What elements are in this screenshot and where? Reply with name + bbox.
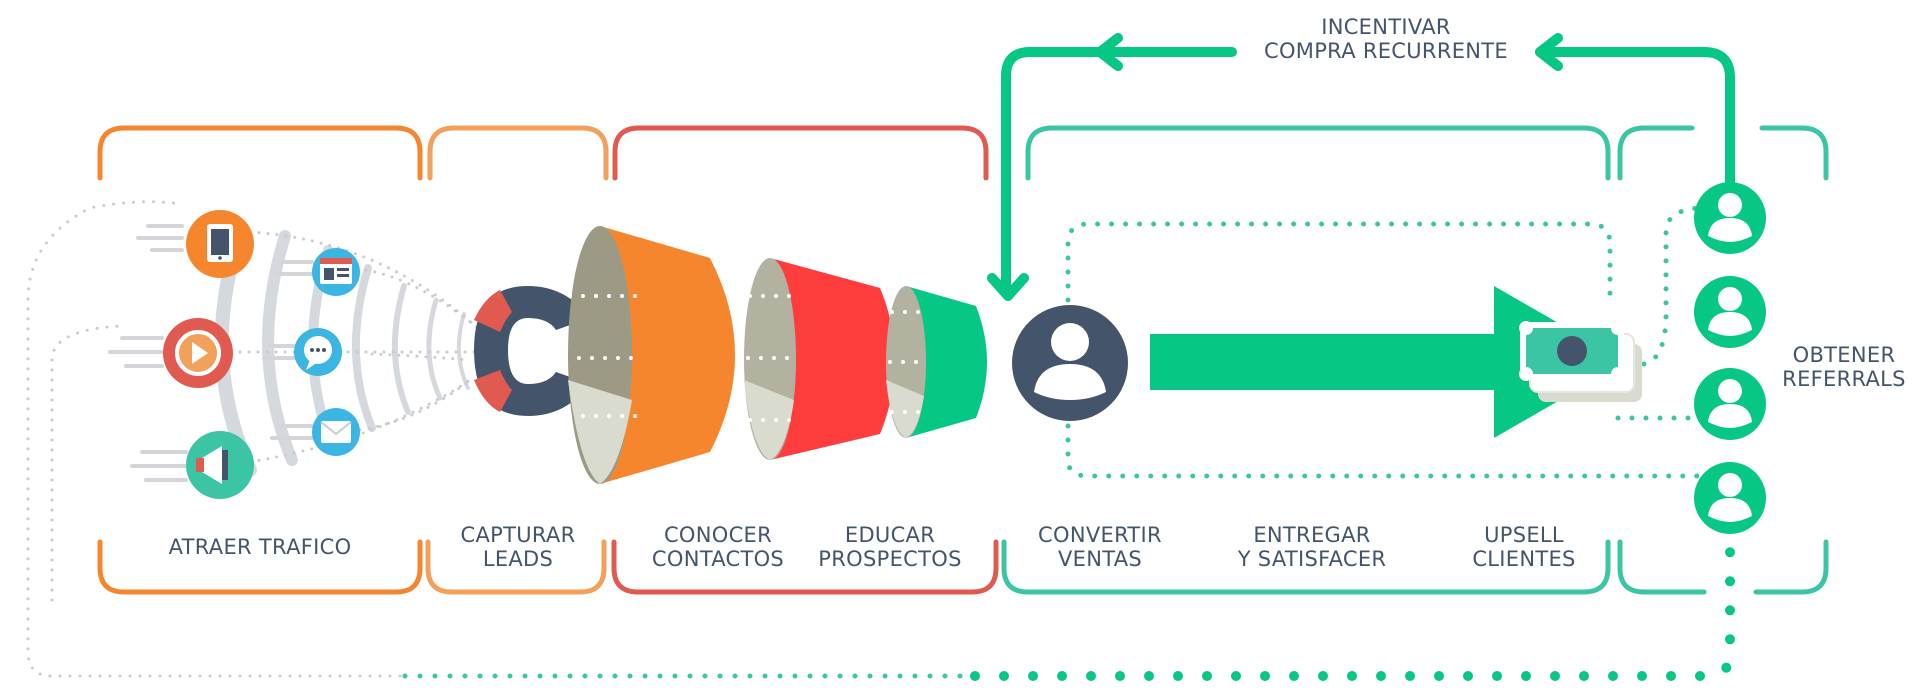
stage-label-entregar-1: ENTREGAR <box>1253 523 1370 547</box>
bracket-bottom-convertir-upsell <box>1001 539 1611 595</box>
path-upper <box>1065 221 1613 303</box>
chat-bubble-icon <box>294 328 342 376</box>
loop-label-line2: COMPRA RECURRENTE <box>1264 39 1508 63</box>
stage-label-atraer: ATRAER TRAFICO <box>169 535 352 559</box>
megaphone-icon <box>186 431 254 499</box>
return-loop-gray <box>26 200 402 678</box>
bracket-top-referrals-right <box>1759 125 1829 181</box>
speed-lines <box>108 224 314 482</box>
wave-4 <box>351 264 376 432</box>
money-bills-icon <box>1519 321 1642 402</box>
top-brackets <box>97 125 1829 181</box>
stage-label-convertir-1: CONVERTIR <box>1038 523 1162 547</box>
stage-label-conocer-2: CONTACTOS <box>652 547 784 571</box>
funnel-dots <box>564 294 922 422</box>
trail-4 <box>370 352 472 362</box>
stage-label-referrals-1: OBTENER <box>1793 343 1896 367</box>
email-envelope-icon <box>312 408 360 456</box>
stage-label-upsell-1: UPSELL <box>1484 523 1564 547</box>
bracket-bottom-conocer-educar <box>611 539 999 595</box>
tablet-icon <box>186 210 254 278</box>
stage-label-capturar-1: CAPTURAR <box>461 523 576 547</box>
return-loop-green <box>970 535 1735 681</box>
loop-label-line1: INCENTIVAR <box>1321 15 1451 39</box>
video-play-icon <box>163 318 233 388</box>
bracket-bottom-capturar <box>425 539 607 595</box>
wave-7 <box>456 312 470 390</box>
bracket-bottom-referrals <box>1617 539 1707 595</box>
stage-label-conocer-1: CONOCER <box>664 523 772 547</box>
bottom-brackets <box>97 539 1829 595</box>
bracket-bottom-atraer <box>97 539 423 595</box>
return-loop-gray-inner <box>50 324 122 602</box>
funnel <box>568 226 987 484</box>
stage-label-convertir-2: VENTAS <box>1058 547 1142 571</box>
path-to-referral-1 <box>1641 205 1703 367</box>
return-loop <box>26 200 1735 681</box>
stage-label-capturar-2: LEADS <box>483 547 553 571</box>
customer-path <box>1065 205 1703 479</box>
stage-label-educar-1: EDUCAR <box>845 523 935 547</box>
stage-label-referrals-2: REFERRALS <box>1782 367 1906 391</box>
bracket-top-atraer <box>97 125 423 181</box>
loop-down-arrowhead <box>987 273 1029 301</box>
bracket-bottom-referrals-right <box>1753 539 1829 595</box>
trail-6 <box>358 378 472 432</box>
bracket-top-conocer-educar <box>612 125 989 181</box>
path-lower <box>1065 409 1703 479</box>
referral-avatar-3 <box>1694 368 1766 440</box>
bracket-top-convertir-upsell <box>1025 125 1611 181</box>
incentivar-loop <box>987 33 1735 301</box>
loop-right-segment <box>1535 47 1735 187</box>
stage-label-upsell-2: CLIENTES <box>1472 547 1575 571</box>
customer-avatar <box>1012 305 1128 421</box>
wave-5 <box>391 283 411 415</box>
bracket-top-referrals-left <box>1617 125 1695 181</box>
bracket-top-capturar <box>427 125 609 181</box>
magnet-icon <box>474 286 590 416</box>
wave-6 <box>426 297 443 401</box>
stage-label-entregar-2: Y SATISFACER <box>1237 547 1387 571</box>
browser-window-icon <box>312 248 360 296</box>
referral-avatar-1 <box>1694 182 1766 254</box>
icon-trails <box>238 230 482 464</box>
referral-avatar-4 <box>1694 462 1766 534</box>
loop-right-arrowhead <box>1535 33 1563 71</box>
loop-left-arrowhead <box>1095 33 1123 71</box>
referral-avatar-2 <box>1694 276 1766 348</box>
loop-left-segment <box>1001 47 1237 295</box>
stage-label-educar-2: PROSPECTOS <box>818 547 961 571</box>
trail-1 <box>248 230 482 332</box>
